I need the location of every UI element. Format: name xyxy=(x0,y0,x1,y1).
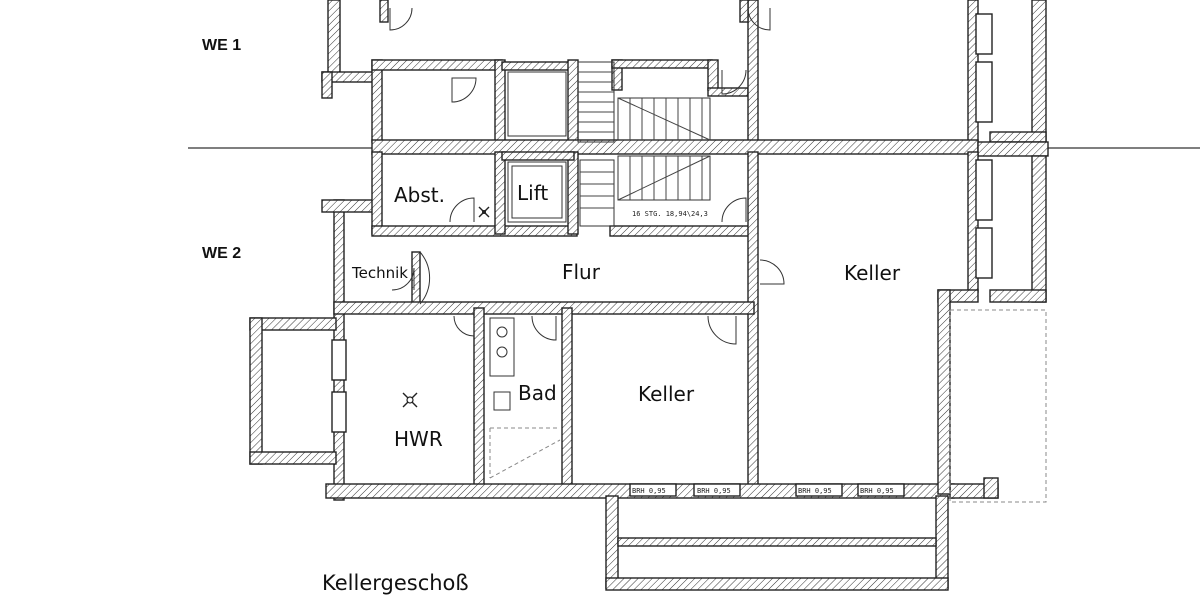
unit-label-we2: WE 2 xyxy=(202,245,241,262)
room-label-bad: Bad xyxy=(518,381,557,405)
svg-text:BRH 0,95: BRH 0,95 xyxy=(697,487,731,495)
svg-text:BRH 0,95: BRH 0,95 xyxy=(798,487,832,495)
doors xyxy=(389,7,785,345)
room-label-keller-right: Keller xyxy=(844,261,901,285)
windows xyxy=(331,13,993,497)
drain-icon xyxy=(478,206,490,218)
lift-shafts xyxy=(507,71,567,223)
svg-text:BRH 0,95: BRH 0,95 xyxy=(860,487,894,495)
room-label-lift: Lift xyxy=(517,181,548,205)
svg-text:BRH 0,95: BRH 0,95 xyxy=(632,487,666,495)
bathroom-fixtures xyxy=(489,317,561,479)
central-wall xyxy=(371,139,979,155)
floor-caption: Kellergeschoß xyxy=(322,571,469,595)
room-label-technik: Technik xyxy=(351,264,408,282)
svg-text:16 STG. 18,94\24,3: 16 STG. 18,94\24,3 xyxy=(632,210,708,218)
terrace-outline xyxy=(949,309,1047,503)
room-label-abst: Abst. xyxy=(394,183,445,207)
light-fixture-icon xyxy=(402,392,418,408)
upper-floor-walls xyxy=(321,0,1047,143)
staircase: 16 STG. 18,94\24,3 xyxy=(577,61,711,227)
room-label-flur: Flur xyxy=(562,260,601,284)
lower-floor-walls xyxy=(249,151,1047,591)
room-label-keller-center: Keller xyxy=(638,382,695,406)
room-label-hwr: HWR xyxy=(394,427,443,451)
window-labels: BRH 0,95 BRH 0,95 BRH 0,95 BRH 0,95 xyxy=(632,487,894,495)
unit-label-we1: WE 1 xyxy=(202,37,241,54)
